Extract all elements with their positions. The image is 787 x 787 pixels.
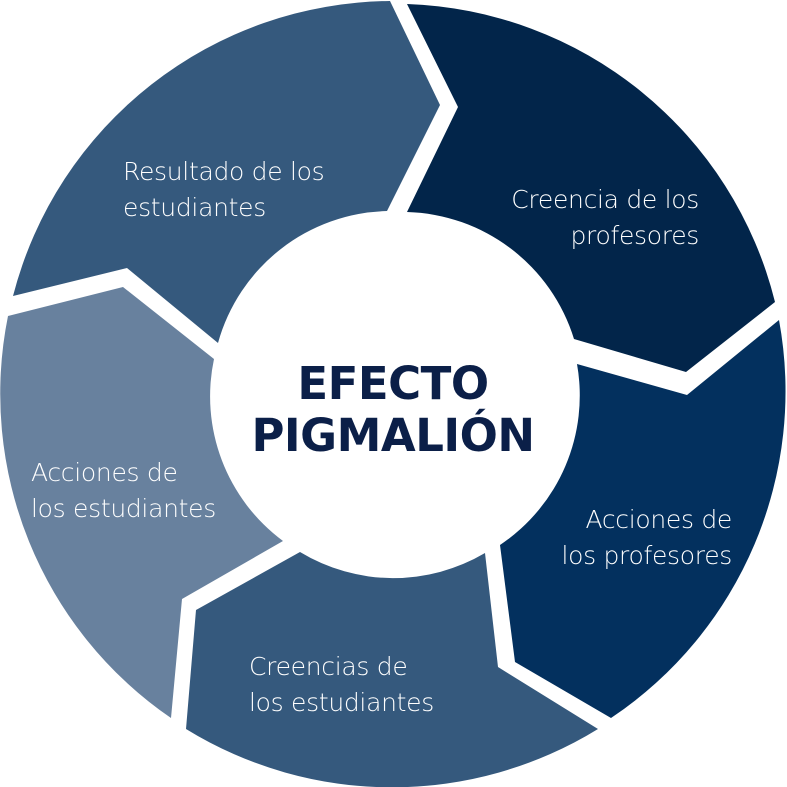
segment-acciones-estudiantes [0, 287, 284, 718]
label-line: Acciones de [585, 505, 732, 534]
center-title-line2: PIGMALIÓN [251, 409, 535, 462]
label-creencias-estudiantes: Creencias de los estudiantes [249, 649, 434, 721]
center-title: EFECTO PIGMALIÓN [213, 358, 573, 462]
label-line: los profesores [561, 541, 732, 570]
label-acciones-estudiantes: Acciones de los estudiantes [31, 455, 216, 527]
center-title-line1: EFECTO [297, 357, 489, 410]
label-line: los estudiantes [249, 688, 434, 717]
label-creencia-profesores: Creencia de los profesores [511, 182, 699, 254]
label-line: profesores [570, 221, 699, 250]
label-line: los estudiantes [31, 494, 216, 523]
label-line: Creencias de [249, 652, 408, 681]
segment-acciones-profesores [500, 320, 786, 718]
segment-resultado-estudiantes [13, 1, 440, 343]
segment-creencias-estudiantes [186, 552, 598, 787]
label-line: Resultado de los [123, 157, 325, 186]
center-circle [220, 221, 572, 573]
label-line: Creencia de los [511, 185, 699, 214]
label-line: Acciones de [31, 458, 178, 487]
label-line: estudiantes [123, 193, 266, 222]
label-acciones-profesores: Acciones de los profesores [561, 502, 732, 574]
label-resultado-estudiantes: Resultado de los estudiantes [123, 154, 325, 226]
segment-creencia-profesores [407, 4, 775, 372]
